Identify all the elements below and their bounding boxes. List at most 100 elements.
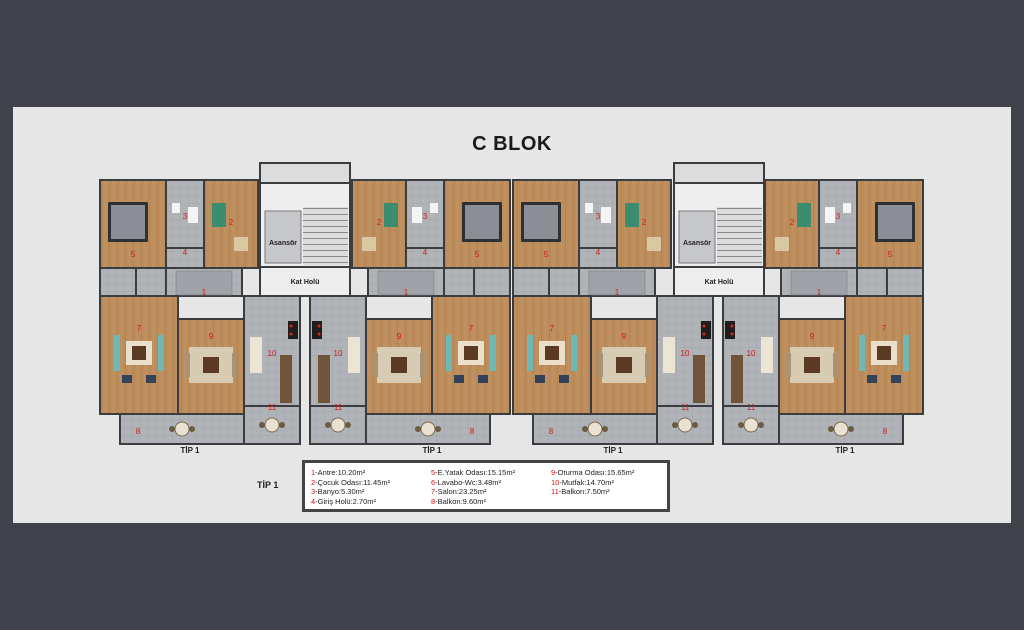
stove-icon — [312, 321, 322, 339]
armchair-icon — [478, 375, 488, 383]
chair-icon — [169, 426, 175, 432]
burner-icon — [702, 332, 706, 336]
burner-icon — [289, 324, 293, 328]
cabinet-icon — [318, 355, 330, 403]
legend-item: 7-Salon:23.25m² — [431, 487, 515, 497]
room-number: 1 — [404, 288, 409, 297]
plan-canvas: C BLOK 53426179810115342617981011Asansör… — [13, 107, 1011, 523]
table-icon — [420, 421, 436, 437]
room-number: 5 — [888, 250, 893, 259]
desk-icon — [775, 237, 789, 251]
chair-icon — [435, 426, 441, 432]
legend-item-text: -Giriş Holü:2.70m² — [315, 496, 377, 506]
room-number: 4 — [836, 248, 841, 257]
cabinet-icon — [280, 355, 292, 403]
table-icon — [743, 417, 759, 433]
elevator-box — [264, 210, 302, 264]
cabinet-icon — [731, 355, 743, 403]
sofa-icon — [373, 353, 378, 377]
room-wc — [473, 267, 511, 297]
room-number: 2 — [229, 218, 234, 227]
room-number: 11 — [334, 403, 343, 412]
room-wc-washroom — [443, 267, 475, 297]
chair-icon — [758, 422, 764, 428]
room-number: 3 — [423, 212, 428, 221]
legend-item: 10-Mutfak:14.70m² — [551, 478, 634, 488]
legend-item-number: 2 — [311, 477, 316, 487]
legend-item-number: 1 — [311, 468, 316, 477]
sofa-icon — [446, 335, 452, 371]
floor-hall-label: Kat Holü — [291, 279, 320, 286]
cabinet-icon — [693, 355, 705, 403]
sink-icon — [601, 207, 611, 223]
burner-icon — [317, 324, 321, 328]
bed-icon — [797, 203, 811, 227]
coffee-table-icon — [545, 346, 559, 360]
chair-icon — [848, 426, 854, 432]
chair-icon — [672, 422, 678, 428]
room-number: 3 — [183, 212, 188, 221]
legend-item: 9-Oturma Odası:15.65m² — [551, 468, 634, 478]
armchair-icon — [867, 375, 877, 383]
table-icon — [174, 421, 190, 437]
sofa-icon — [490, 335, 496, 371]
room-number: 5 — [131, 250, 136, 259]
room-number: 7 — [550, 324, 555, 333]
sofa-icon — [420, 353, 425, 377]
chair-icon — [582, 426, 588, 432]
floor-hall — [673, 266, 765, 297]
room-wc — [99, 267, 137, 297]
coffee-table-icon — [203, 357, 219, 373]
room-wc-washroom — [548, 267, 580, 297]
armchair-icon — [122, 375, 132, 383]
bed-linen-icon — [465, 205, 499, 239]
desk-icon — [362, 237, 376, 251]
room-number: 9 — [622, 332, 627, 341]
stove-icon — [701, 321, 711, 339]
room-number: 2 — [377, 218, 382, 227]
legend-item-text: -Salon:23.25m² — [435, 487, 487, 497]
burner-icon — [730, 332, 734, 336]
room-number: 1 — [817, 288, 822, 297]
elevator-box — [678, 210, 716, 264]
floor-plan: 53426179810115342617981011AsansörKat Hol… — [99, 162, 924, 455]
stairs-icon — [303, 207, 348, 265]
elevator-label: Asansör — [269, 240, 297, 247]
legend-item-number: 4 — [311, 496, 316, 506]
dining-table-icon — [250, 337, 262, 373]
legend-item-number: 8 — [431, 496, 436, 506]
burner-icon — [730, 324, 734, 328]
dining-table-icon — [348, 337, 360, 373]
room-number: 8 — [136, 427, 141, 436]
coffee-table-icon — [616, 357, 632, 373]
bed-linen-icon — [524, 205, 558, 239]
stairs-icon — [717, 207, 762, 265]
legend-item-number: 7 — [431, 487, 436, 497]
unit-type-label: TİP 1 — [181, 446, 201, 455]
armchair-icon — [454, 375, 464, 383]
room-number: 10 — [681, 349, 690, 358]
table-icon — [330, 417, 346, 433]
room-number: 3 — [836, 212, 841, 221]
chair-icon — [828, 426, 834, 432]
dining-table-icon — [663, 337, 675, 373]
room-number: 9 — [209, 332, 214, 341]
floor-hall-label: Kat Holü — [705, 279, 734, 286]
bed-icon — [384, 203, 398, 227]
room-number: 10 — [747, 349, 756, 358]
room-wc — [512, 267, 550, 297]
antre-floor-icon — [377, 270, 435, 296]
room-number: 9 — [397, 332, 402, 341]
legend-item: 5-E.Yatak Odası:15.15m² — [431, 468, 515, 478]
legend-item-number: 10 — [551, 477, 560, 487]
sink-icon — [188, 207, 198, 223]
room-number: 7 — [137, 324, 142, 333]
legend-item-text: -Balkon:9.60m² — [435, 496, 487, 506]
coffee-table-icon — [877, 346, 891, 360]
antre-floor-icon — [175, 270, 233, 296]
sink-icon — [825, 207, 835, 223]
legend-item-text: -Balkon:7.50m² — [558, 487, 610, 497]
